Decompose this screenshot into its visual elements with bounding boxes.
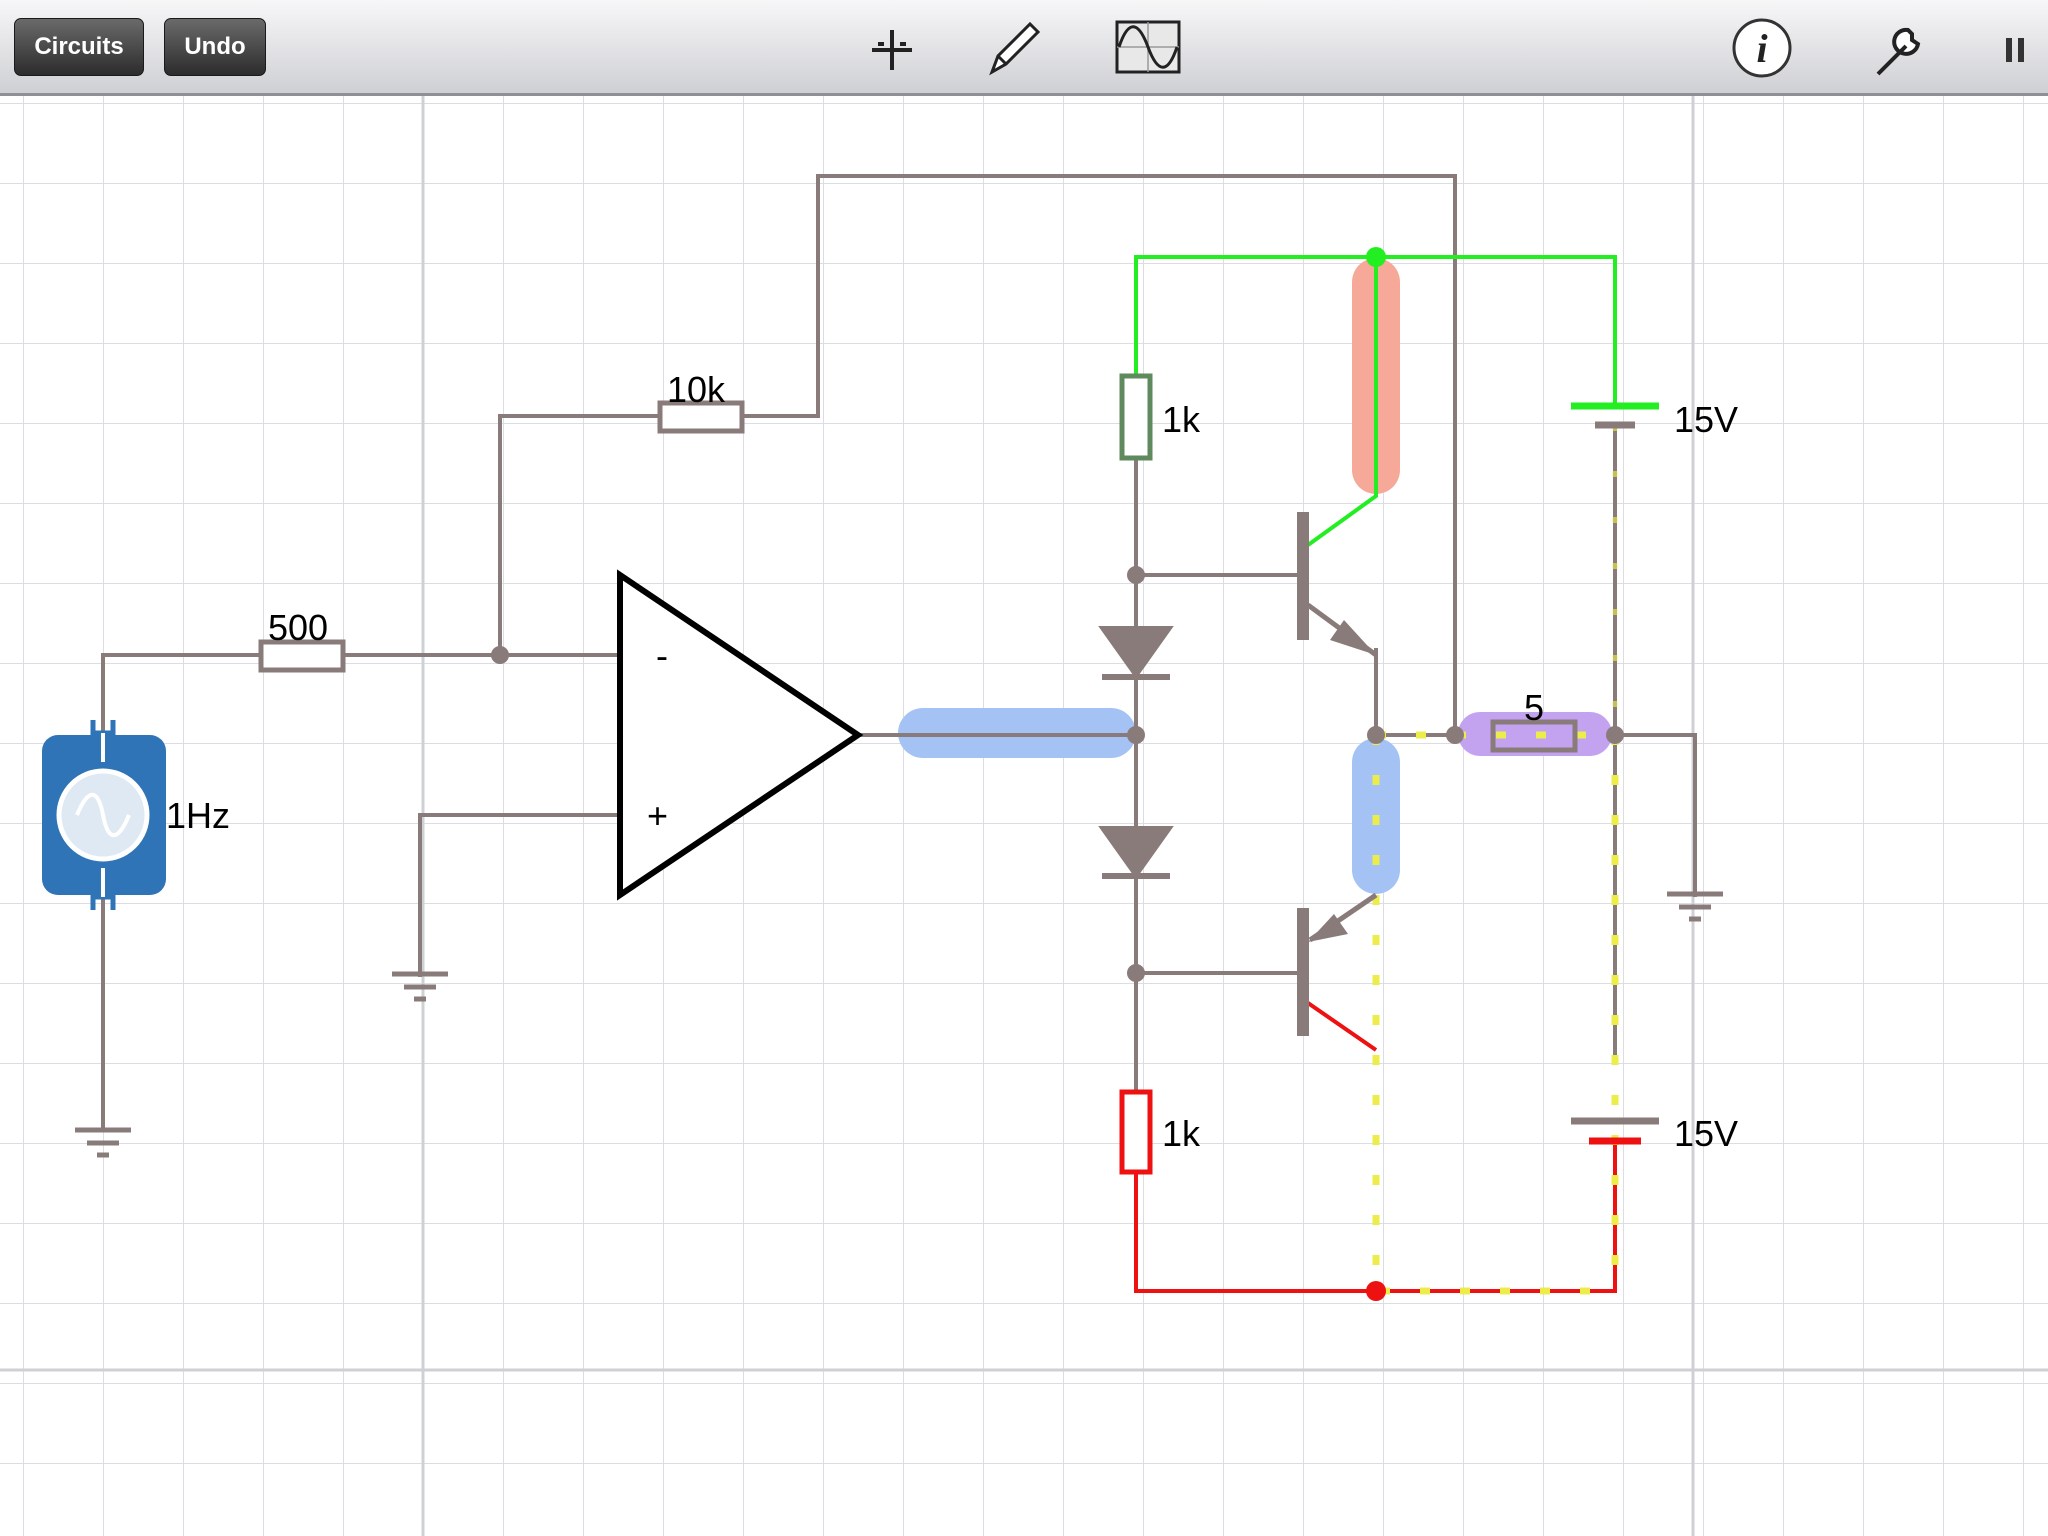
resistor-1k-bottom	[1119, 1089, 1153, 1175]
resistor-500	[258, 639, 346, 673]
ground-opamp	[392, 971, 448, 1002]
ground-load	[1667, 891, 1723, 922]
label-battery-bottom: 15V	[1674, 1113, 1738, 1154]
opamp-plus-label: +	[647, 795, 668, 836]
junctions	[491, 247, 1624, 1301]
component-labels: 500 10k 1k 1k 5 15V 15V 1Hz	[166, 369, 1738, 1154]
diode-top	[1098, 626, 1174, 680]
transistor-pnp-bottom	[1216, 892, 1378, 1036]
sine-wave-icon	[75, 793, 131, 837]
label-r-feedback: 10k	[667, 369, 726, 410]
ac-source[interactable]	[42, 720, 166, 910]
wires	[101, 174, 1697, 1132]
transistors[interactable]	[1216, 512, 1378, 1036]
resistor-5	[1490, 719, 1578, 753]
transistor-npn-top	[1216, 512, 1378, 660]
battery-bottom	[1571, 1117, 1659, 1145]
resistors[interactable]	[258, 373, 1578, 1175]
undo-button[interactable]: Undo	[164, 18, 266, 76]
pause-icon[interactable]	[1972, 10, 2032, 86]
label-battery-top: 15V	[1674, 399, 1738, 440]
circuit-canvas[interactable]: - +	[0, 96, 2048, 1536]
label-r-input: 500	[268, 607, 328, 648]
label-r-load: 5	[1524, 687, 1544, 728]
label-source-frequency: 1Hz	[166, 795, 230, 836]
resistor-1k-top	[1119, 373, 1153, 461]
op-amp[interactable]: - +	[617, 569, 864, 901]
current-dots	[1372, 425, 1619, 1295]
oscilloscope-icon[interactable]	[1110, 10, 1186, 86]
batteries[interactable]	[1571, 335, 1659, 1145]
diode-bottom	[1098, 826, 1174, 880]
svg-text:i: i	[1756, 26, 1767, 71]
battery-top	[1571, 335, 1659, 429]
opamp-minus-label: -	[656, 635, 668, 676]
diodes[interactable]	[1098, 626, 1174, 880]
label-r-bottom: 1k	[1162, 1113, 1201, 1154]
ground-source	[75, 1127, 131, 1158]
circuits-button[interactable]: Circuits	[14, 18, 144, 76]
toolbar: Circuits Undo i	[0, 0, 2048, 96]
add-component-icon[interactable]	[854, 10, 930, 86]
pencil-icon[interactable]	[974, 10, 1050, 86]
grounds	[75, 891, 1723, 1158]
info-icon[interactable]: i	[1724, 10, 1800, 86]
label-r-top: 1k	[1162, 399, 1201, 440]
grid	[0, 96, 2048, 1536]
wrench-icon[interactable]	[1862, 10, 1938, 86]
resistor-10k	[657, 400, 745, 434]
